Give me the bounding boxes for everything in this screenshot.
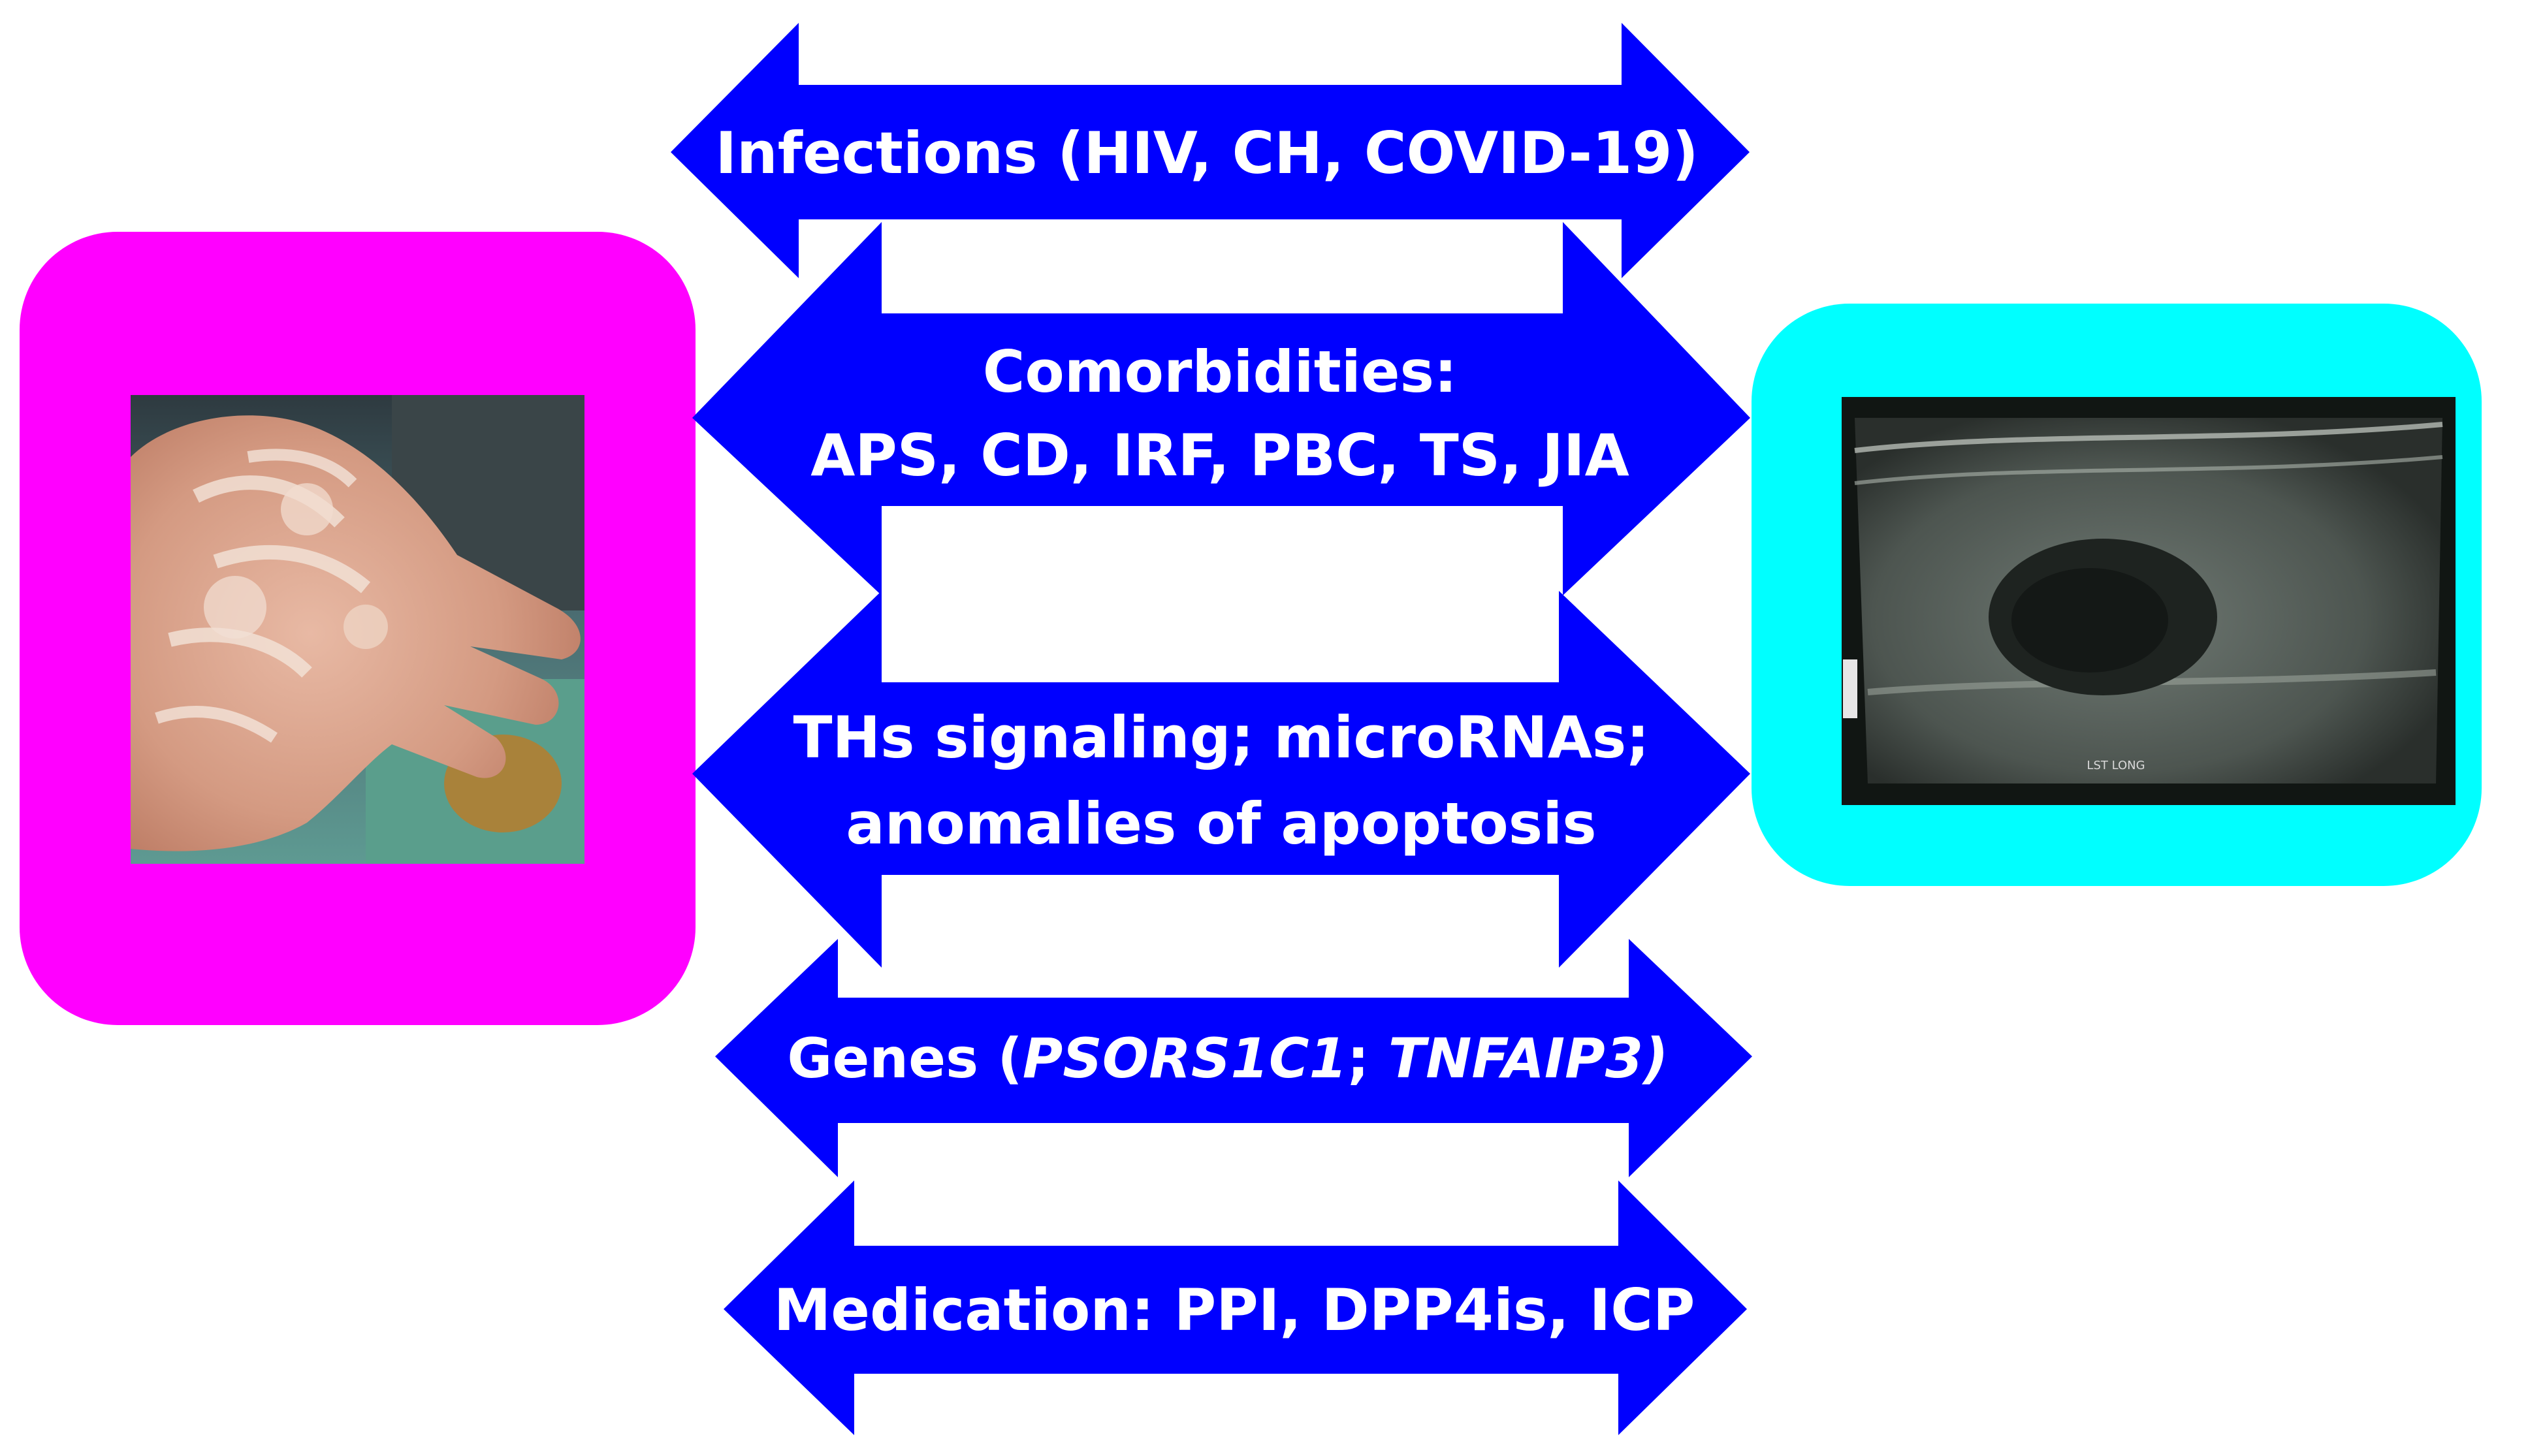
arrow-medication-shape: [724, 1180, 1747, 1435]
arrow-comorbidities-line1: Comorbidities:: [983, 338, 1457, 405]
palm-photo: [131, 395, 584, 864]
arrow-ths-shape: [692, 591, 1750, 968]
gene-tnfaip3: TNFAIP3): [1388, 1026, 1669, 1090]
arrow-ths-line2: anomalies of apoptosis: [846, 790, 1596, 857]
left-panel: [20, 232, 696, 1025]
gene-psors1c1: PSORS1C1: [1023, 1026, 1347, 1090]
arrow-comorbidities-line2: APS, CD, IRF, PBC, TS, JIA: [810, 422, 1629, 489]
arrow-infections-label: Infections (HIV, CH, COVID-19): [715, 119, 1698, 187]
arrow-medication: Medication: PPI, DPP4is, ICP: [724, 1180, 1747, 1435]
arrow-infections: Infections (HIV, CH, COVID-19): [671, 23, 1750, 278]
ultrasound-label: LST LONG: [2087, 759, 2145, 772]
right-panel: LST LONG: [1752, 304, 2482, 886]
arrow-ths-line1: THs signaling; microRNAs;: [793, 704, 1649, 771]
ultrasound-image: LST LONG: [1842, 397, 2456, 805]
genes-separator: ;: [1347, 1026, 1388, 1090]
arrow-comorbidities: Comorbidities: APS, CD, IRF, PBC, TS, JI…: [692, 222, 1750, 595]
arrow-ths-signaling: THs signaling; microRNAs; anomalies of a…: [692, 591, 1750, 968]
factor-arrows: Infections (HIV, CH, COVID-19) Comorbidi…: [671, 23, 1752, 1435]
arrow-infections-shape: [671, 23, 1750, 278]
arrow-comorbidities-shape: [692, 222, 1750, 595]
arrow-genes-shape: [715, 939, 1752, 1177]
arrow-genes: Genes (PSORS1C1; TNFAIP3): [715, 939, 1752, 1177]
genes-prefix: Genes (: [787, 1026, 1022, 1090]
arrow-genes-label: Genes (PSORS1C1; TNFAIP3): [787, 1026, 1668, 1090]
arrow-medication-label: Medication: PPI, DPP4is, ICP: [774, 1276, 1695, 1344]
